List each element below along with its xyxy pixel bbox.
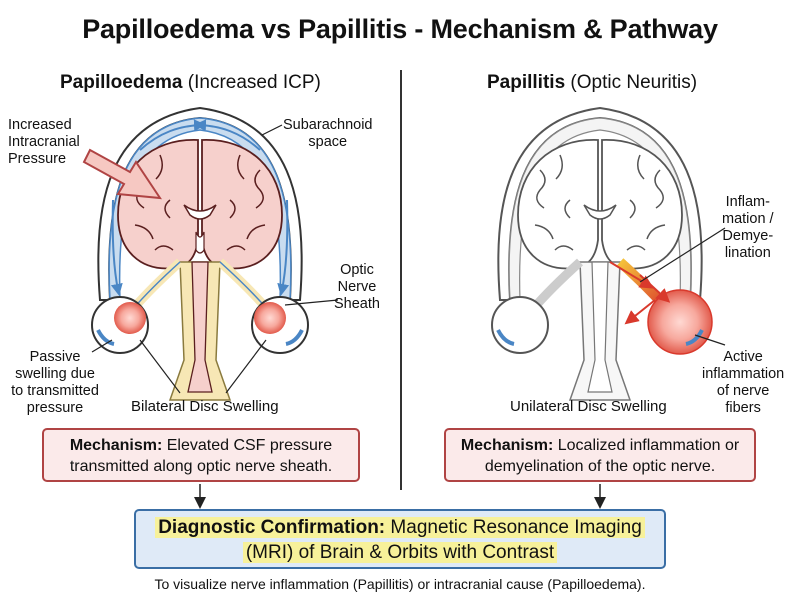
label-unilateral-disc-swelling: Unilateral Disc Swelling (510, 398, 667, 415)
label-inflammation-demyelination: Inflam-mation /Demye-lination (722, 194, 774, 261)
right-eye-inflamed (647, 289, 713, 355)
left-eye-normal (491, 296, 549, 354)
panel-divider (400, 70, 402, 490)
papilloedema-heading: Papilloedema (Increased ICP) (60, 72, 321, 93)
ventricles (183, 204, 217, 220)
mechanism-box-papillitis: Mechanism: Localized inflammation or dem… (444, 428, 756, 482)
label-bilateral-disc-swelling: Bilateral Disc Swelling (131, 398, 279, 415)
papillitis-heading: Papillitis (Optic Neuritis) (487, 72, 698, 93)
papillitis-illustration (491, 106, 726, 401)
brain-right-hemisphere (201, 139, 283, 270)
pressure-arrow (82, 148, 162, 200)
mechanism-box-papilloedema: Mechanism: Elevated CSF pressure transmi… (42, 428, 360, 482)
footnote: To visualize nerve inflammation (Papilli… (154, 576, 646, 592)
page-title: Papilloedema vs Papillitis - Mechanism &… (82, 14, 718, 44)
diagnostic-confirmation-box: Diagnostic Confirmation: Magnetic Resona… (134, 509, 666, 569)
papilloedema-illustration (82, 106, 339, 401)
